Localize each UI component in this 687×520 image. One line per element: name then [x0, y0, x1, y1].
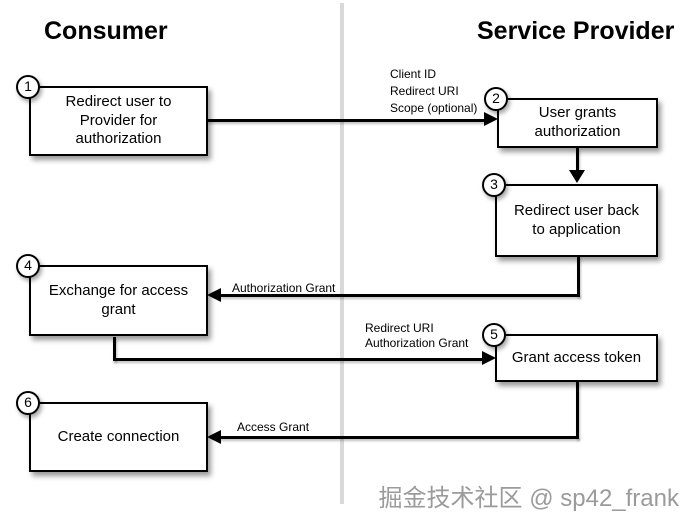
step-2-label: User grants authorization: [534, 104, 621, 140]
arrow-1-label-line-3: Scope (optional): [390, 101, 478, 115]
step-4-box: 4 Exchange for access grant: [16, 254, 208, 336]
arrow-5-line-vertical: [576, 382, 579, 439]
arrow-4-label-line-1: Redirect URI: [365, 321, 434, 335]
arrow-1-label-line-2: Redirect URI: [390, 84, 459, 98]
arrow-1-line: [207, 119, 485, 122]
step-3-label: Redirect user back to application: [513, 201, 640, 238]
step-4-label: Exchange for access grant: [48, 281, 189, 318]
step-5-label: Grant access token: [511, 348, 642, 366]
step-3-number-badge: 3: [482, 173, 506, 197]
consumer-lane-header: Consumer: [44, 17, 168, 45]
arrow-4-label: Redirect URI Authorization Grant: [365, 321, 468, 351]
arrow-3-label: Authorization Grant: [232, 281, 336, 295]
arrow-2-line: [576, 148, 579, 174]
arrow-5-line-horizontal: [219, 436, 579, 439]
arrow-4-head-icon: [482, 351, 496, 365]
step-6-number-badge: 6: [16, 391, 40, 415]
arrow-3-line-vertical: [577, 256, 580, 297]
arrow-1-head-icon: [484, 112, 498, 126]
lane-divider: [340, 3, 344, 504]
service-provider-lane-header: Service Provider: [477, 17, 675, 45]
step-3-box: 3 Redirect user back to application: [482, 173, 658, 257]
step-6-box: 6 Create connection: [16, 391, 208, 472]
step-1-box: 1 Redirect user to Provider for authoriz…: [16, 75, 208, 156]
step-6-label: Create connection: [57, 427, 180, 445]
step-5-number-badge: 5: [482, 323, 506, 347]
step-4-number-badge: 4: [16, 254, 40, 278]
watermark-text: 掘金技术社区 @ sp42_frank: [378, 485, 679, 512]
arrow-1-label-line-1: Client ID: [390, 67, 437, 81]
arrow-1-label: Client ID Redirect URI Scope (optional): [390, 66, 477, 117]
arrow-3-head-icon: [207, 288, 221, 302]
arrow-3-line-horizontal: [219, 294, 580, 297]
arrow-4-line-vertical: [113, 337, 116, 361]
arrow-4-line-horizontal: [113, 358, 483, 361]
step-1-number-badge: 1: [16, 75, 40, 99]
step-2-number-badge: 2: [484, 87, 508, 111]
arrow-2-head-icon: [569, 170, 585, 183]
step-1-label: Redirect user to Provider for authorizat…: [65, 92, 172, 148]
arrow-4-label-line-2: Authorization Grant: [365, 336, 469, 350]
step-2-box: 2 User grants authorization: [484, 87, 658, 148]
arrow-5-label: Access Grant: [237, 420, 310, 434]
step-5-box: 5 Grant access token: [482, 323, 658, 382]
arrow-5-head-icon: [207, 430, 221, 444]
